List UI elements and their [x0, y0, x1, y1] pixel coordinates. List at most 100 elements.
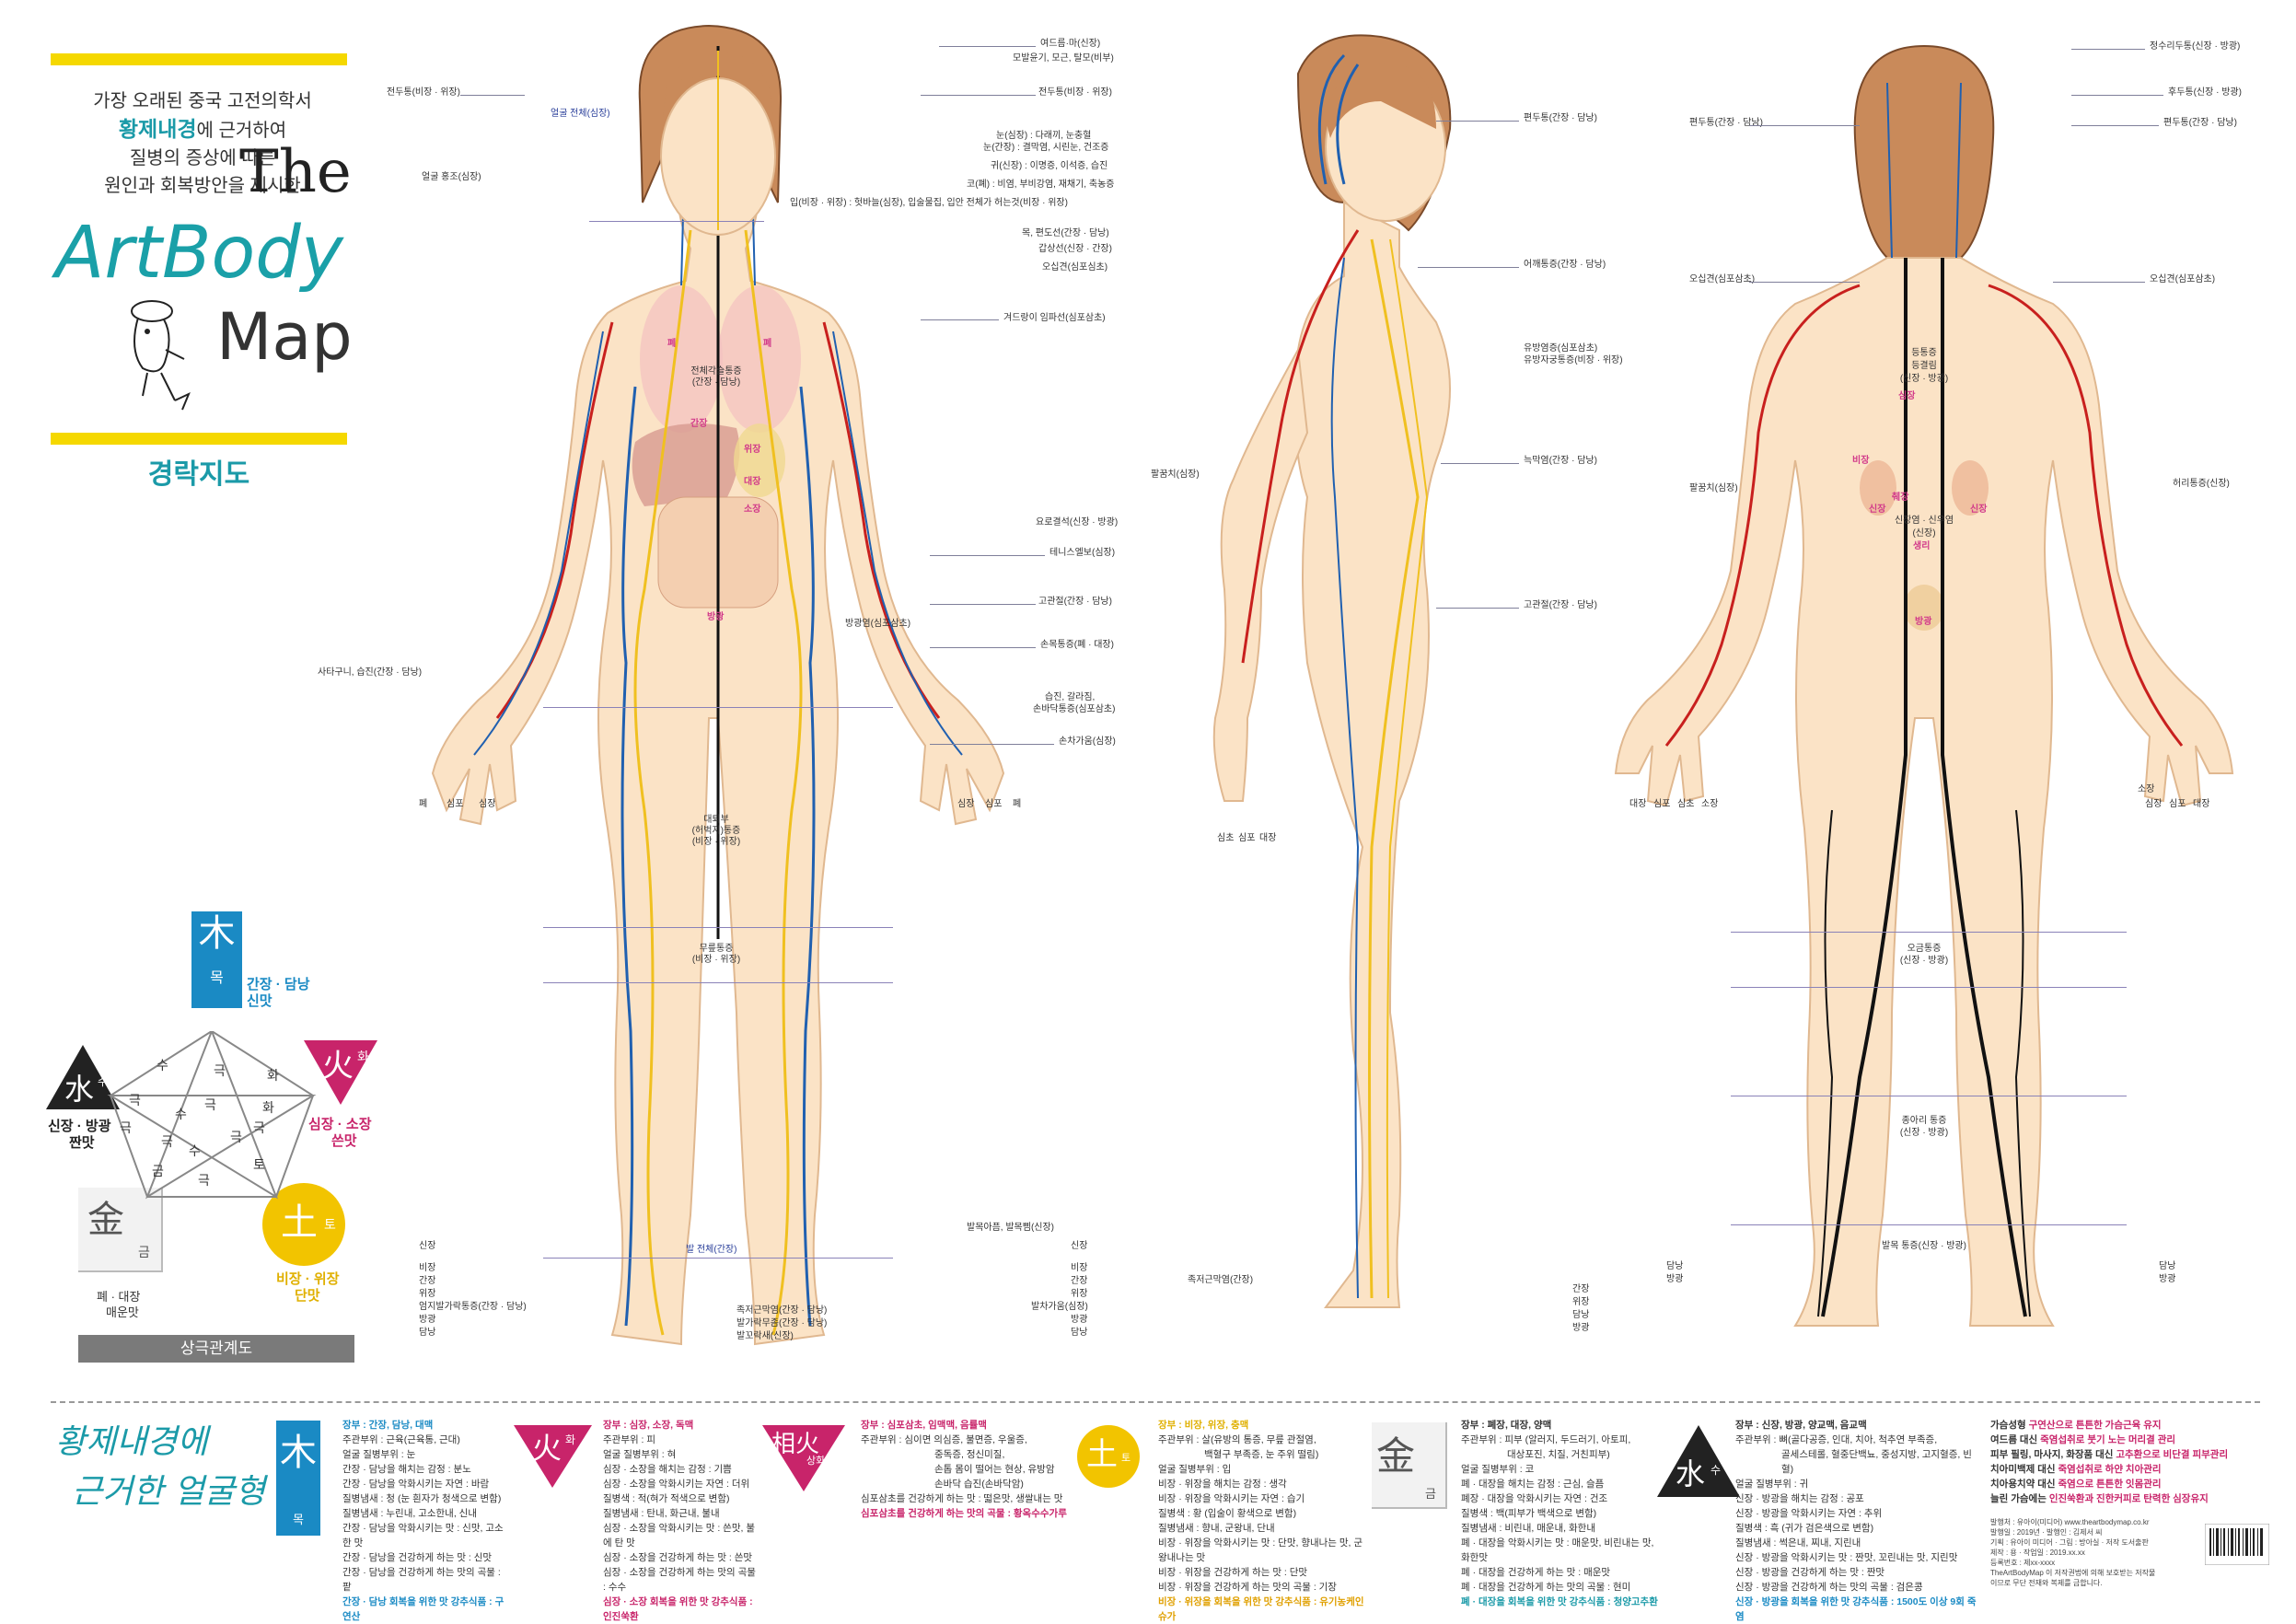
side-foot-right-4: 방광: [1572, 1323, 1590, 1333]
remedies-list: 가슴성형 구연산으로 튼튼한 가슴근육 유지 여드름 대신 죽염섭취로 붓기 노…: [1990, 1418, 2257, 1506]
front-organ-bladder: 방광: [707, 612, 725, 622]
front-leader: [939, 46, 1036, 47]
bottom-fire-char: 火: [532, 1432, 562, 1465]
front-leader: [921, 319, 999, 320]
cycle-caption: 상극관계도: [78, 1335, 354, 1363]
bottom-water-name: 수: [1710, 1464, 1722, 1477]
remedy-row: 치아용치약 대신 죽염으로 튼튼한 잇몸관리: [1990, 1477, 2257, 1491]
bottom-wood-box: [276, 1421, 320, 1536]
front-organ-chest-sub: (간장 · 담낭): [691, 377, 741, 388]
publisher-info: 발행처 : 유아이(미디어) www.theartbodymap.co.kr 발…: [1990, 1517, 2193, 1588]
front-level-line: [543, 982, 893, 983]
back-hand-right-1: 소장: [2138, 784, 2155, 795]
wood-line-10: 간장 · 담낭을 건강하게 하는 맛의 곡물 : 팥: [342, 1567, 501, 1593]
water-line-2: 주관부위 : 뼈(골다공증, 인대, 치아, 척추연 부족증,: [1735, 1434, 1938, 1445]
fire-line-2: 주관부위 : 피: [603, 1434, 656, 1445]
cycle-outer-3: 화: [267, 1068, 279, 1083]
cycle-outer-7: 극: [198, 1173, 210, 1188]
title-map: Map: [216, 299, 353, 375]
front-level-line: [543, 927, 893, 928]
intro-line-1: 가장 오래된 중국 고전의학서: [93, 91, 312, 111]
back-hand-left-3: 심초: [1677, 799, 1695, 809]
bottom-metal-name: 금: [1425, 1487, 1436, 1501]
fire-line-1: 장부 : 심장, 소장, 독맥: [603, 1420, 694, 1431]
front-right-label-15: 고관절(간장 · 담낭): [1038, 597, 1112, 607]
back-calf-top-2: (신장 · 방광): [1899, 956, 1949, 966]
remedy-text: 죽염섭취로 붓기 노는 머리결 관리: [2040, 1434, 2176, 1445]
back-foot-left-1: 담낭: [1666, 1261, 1684, 1271]
remedy-row: 피부 필링, 마사지, 화장품 대신 고추환으로 비단결 피부관리: [1990, 1447, 2257, 1462]
bottom-title: 황제내경에 근거한 얼굴형: [55, 1418, 265, 1517]
metal-line-8: 질병냄새 : 비린내, 매운내, 화한내: [1461, 1523, 1596, 1534]
wood-element-box: 木 목: [191, 911, 242, 1008]
water-line-12: 신장 · 방광을 회복을 위한 맛 강추식품 : 1500도 이상 9회 죽염: [1735, 1596, 1977, 1622]
back-foot: 발목 통증(신장 · 방광): [1882, 1241, 1966, 1251]
back-organ-11: 생리: [1913, 541, 1931, 551]
side-body-figure: [1212, 34, 1452, 1308]
front-hand-right-3: 폐: [1013, 799, 1022, 809]
front-level-line: [543, 707, 893, 708]
fire-taste: 쓴맛: [331, 1133, 357, 1149]
front-right-label-17: 손목통증(폐 · 대장): [1040, 640, 1114, 650]
back-right-label-2: 후두통(신장 · 방광): [2168, 87, 2242, 98]
earth-line-9: 비장 · 위장을 악화시키는 맛 : 단맛, 향내나는 맛, 군왕내나는 맛: [1158, 1537, 1363, 1563]
front-hand-left-1: 폐: [419, 799, 428, 809]
earth-name: 토: [324, 1217, 336, 1232]
back-hand-left-1: 대장: [1629, 799, 1647, 809]
water-name: 수: [98, 1075, 109, 1088]
back-left-label-1: 편두통(간장 · 담낭): [1689, 118, 1763, 128]
front-organ-colon: 대장: [744, 477, 761, 487]
fire-line-4: 심장 · 소장을 해치는 감정 : 기쁨: [603, 1464, 732, 1475]
back-organ-6: 췌장: [1892, 493, 1909, 503]
front-label-frontal-headache: 전두통(비장 · 위장): [387, 87, 460, 98]
earth-line-12: 비장 · 위장을 회복을 위한 맛 강추식품 : 유기농케인슈가: [1158, 1596, 1364, 1622]
metal-char: 金: [87, 1200, 124, 1240]
remedy-text: 죽염섭취로 하얀 치아관리: [2058, 1464, 2162, 1475]
sanghwa-line-7: 심포삼초를 건강하게 하는 맛의 곡물 : 황옥수수가루: [861, 1508, 1067, 1519]
water-line-10: 신장 · 방광을 건강하게 하는 맛 : 짠맛: [1735, 1567, 1885, 1578]
metal-taste: 매운맛: [106, 1305, 139, 1319]
metal-line-5: 폐 · 대장을 해치는 감정 : 근심, 슬픔: [1461, 1479, 1605, 1490]
wood-line-11: 간장 · 담낭 회복을 위한 맛 강추식품 : 구연산: [342, 1596, 504, 1622]
front-foot-right-5: 위장: [1071, 1289, 1088, 1299]
front-organ-lung-left: 폐: [667, 339, 677, 349]
front-right-label-3: 전두통(비장 · 위장): [1038, 87, 1112, 98]
wood-line-5: 간장 · 담낭을 악화시키는 자연 : 바람: [342, 1479, 490, 1490]
earth-line-4: 얼굴 질병부위 : 입: [1158, 1464, 1232, 1475]
back-foot-right-1: 담낭: [2159, 1261, 2176, 1271]
front-right-label-8: 입(비장 · 위장) : 헛바늘(심장), 입술물집, 입안 전체가 허는것(비…: [790, 198, 1068, 208]
earth-line-1: 장부 : 비장, 위장, 충맥: [1158, 1420, 1249, 1431]
front-right-label-5: 눈(간장) : 결막염, 시린눈, 건조증: [983, 143, 1109, 153]
back-foot-right-2: 방광: [2159, 1274, 2176, 1284]
bottom-metal-text: 장부 : 폐장, 대장, 양맥 주관부위 : 피부 (알러지, 두드러기, 아토…: [1461, 1418, 1659, 1609]
bottom-title-line-1: 황제내경에: [55, 1423, 208, 1461]
sanghwa-line-3: 중독증, 정신미질,: [934, 1449, 1005, 1460]
earth-taste: 단맛: [295, 1288, 320, 1304]
remedy-text: 죽염으로 튼튼한 잇몸관리: [2058, 1479, 2162, 1490]
metal-line-1: 장부 : 폐장, 대장, 양맥: [1461, 1420, 1552, 1431]
back-leader: [2071, 49, 2145, 50]
metal-line-2: 주관부위 : 피부 (알러지, 두드러기, 아토피,: [1461, 1434, 1631, 1445]
side-label-2: 어깨통증(간장 · 담낭): [1524, 260, 1606, 270]
front-label-face-flush: 얼굴 홍조(심장): [422, 172, 481, 182]
back-organ-3: (신장 · 방광): [1899, 374, 1949, 384]
back-organ-7: 신장: [1869, 505, 1886, 515]
earth-char: 土: [281, 1202, 318, 1243]
front-right-label-18: 습진, 갈라짐,: [1045, 692, 1096, 702]
bottom-earth-text: 장부 : 비장, 위장, 충맥 주관부위 : 살(유방의 통증, 무릎 관절염,…: [1158, 1418, 1370, 1624]
remedy-label: 치아미백제 대신: [1990, 1464, 2056, 1475]
back-right-label-5: 허리통증(신장): [2173, 479, 2230, 489]
publisher-line: 이므로 무단 전재와 복제를 금합니다.: [1990, 1579, 2103, 1587]
front-foot-right-4: 간장: [1071, 1276, 1088, 1286]
front-hand-right-1: 심장: [957, 799, 975, 809]
remedy-label: 여드름 대신: [1990, 1434, 2038, 1445]
front-foot-left-5: 엄지발가락통증(간장 · 담낭): [419, 1302, 527, 1312]
publisher-line: 등록번호 : 제xx-xxxx: [1990, 1559, 2056, 1567]
cycle-outer-2: 극: [214, 1063, 226, 1078]
front-right-label-19: 손바닥통증(심포삼초): [1033, 704, 1116, 714]
metal-organs: 폐 · 대장: [97, 1290, 141, 1304]
side-leader: [1418, 267, 1519, 268]
bottom-sanghwa-text: 장부 : 심포삼초, 임맥맥, 음률맥 주관부위 : 심이면 의심증, 불면증,…: [861, 1418, 1077, 1521]
cycle-outer-1: 수: [157, 1058, 168, 1073]
wood-line-3: 얼굴 질병부위 : 눈: [342, 1449, 416, 1460]
